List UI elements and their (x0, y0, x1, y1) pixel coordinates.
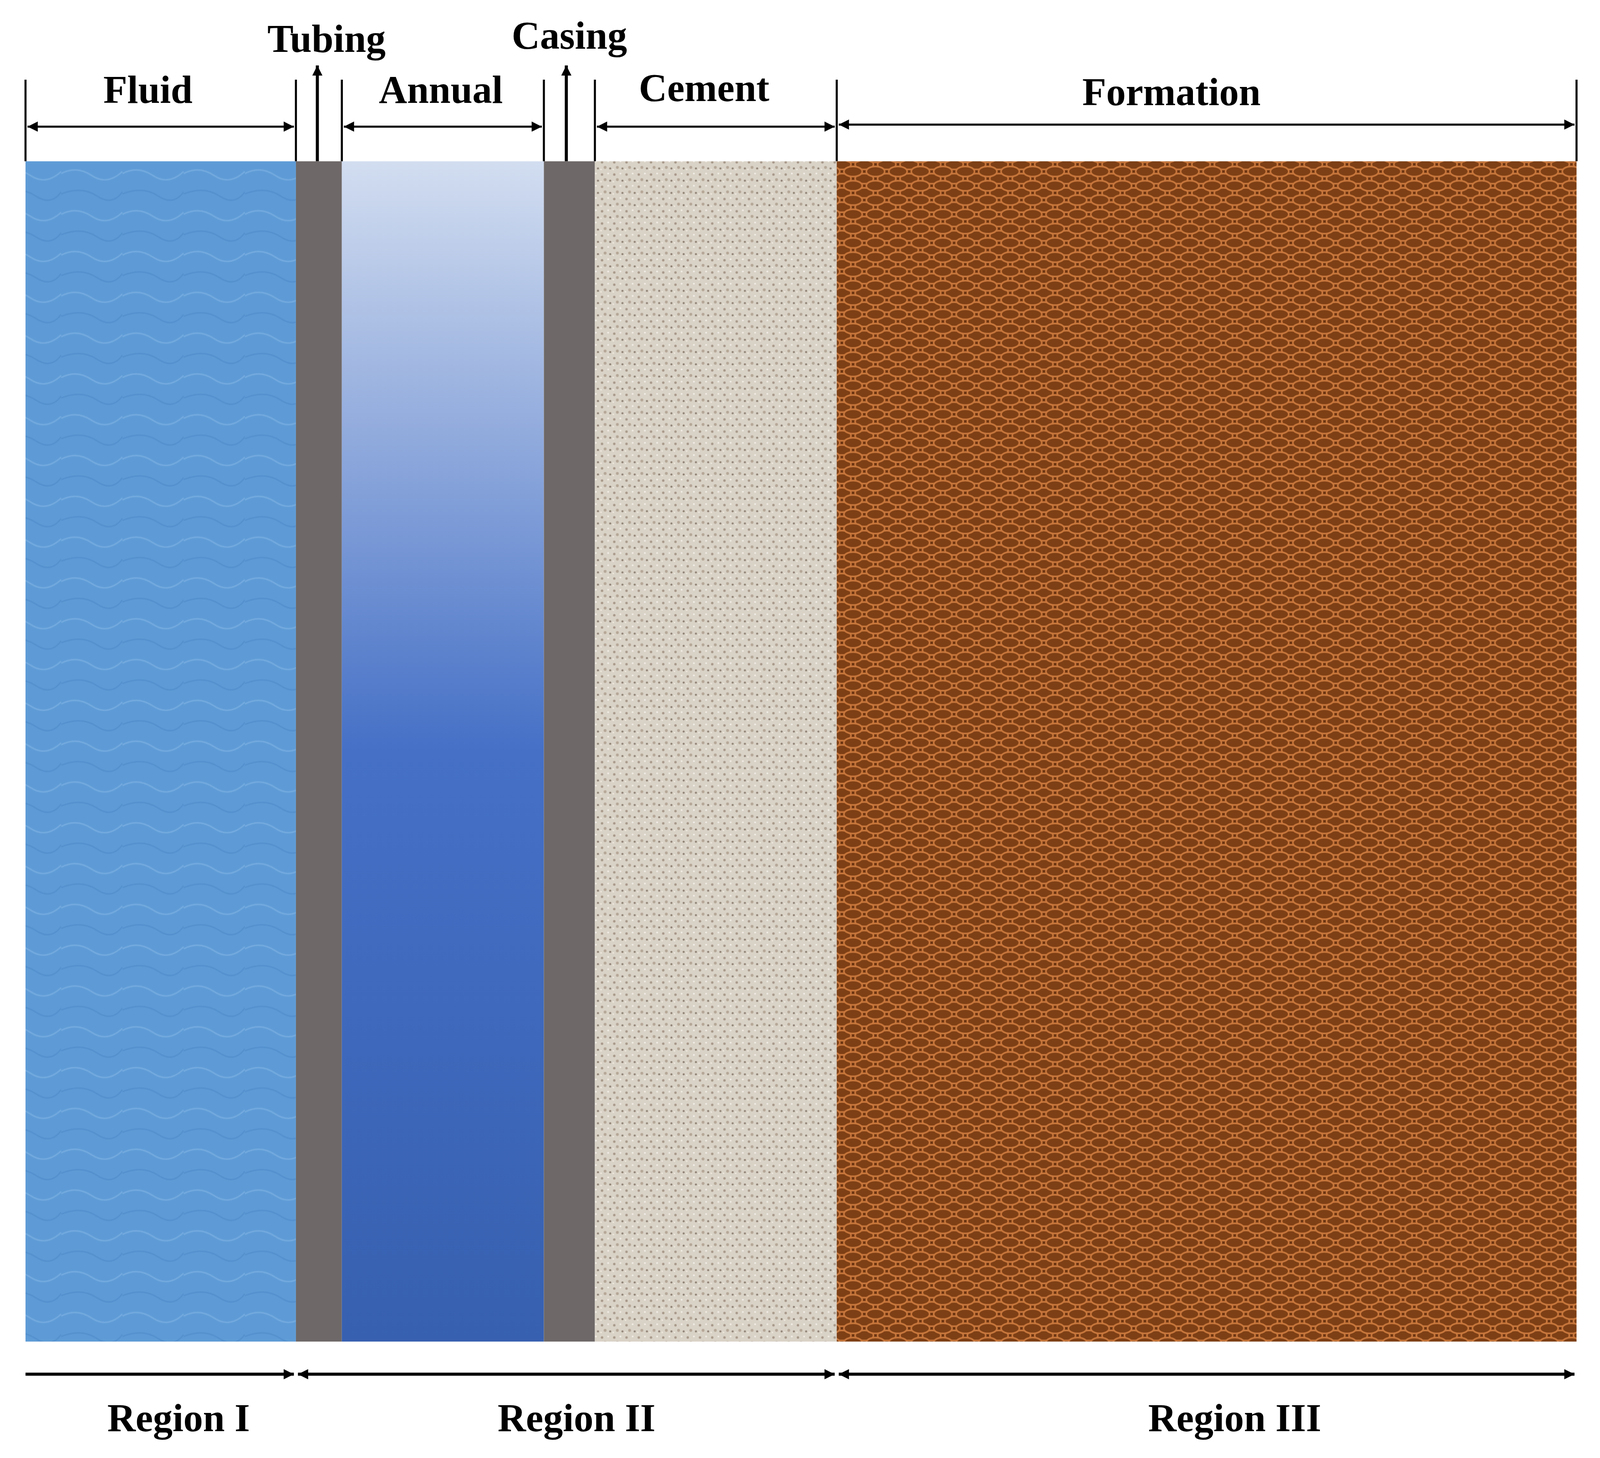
part-name: Annual (378, 70, 504, 110)
part-name: Casing (511, 15, 627, 56)
region-name: Region III (1148, 1398, 1322, 1438)
part-name: Fluid (103, 70, 193, 110)
casing-band (543, 161, 595, 1342)
tubing-band (295, 161, 342, 1342)
annulus-band (341, 161, 545, 1342)
dimension-lines (25, 65, 1577, 1375)
part-name: Formation (1082, 72, 1261, 112)
region-name: Region II (497, 1398, 656, 1438)
part-name: Cement (638, 68, 770, 108)
cement-band (595, 161, 837, 1342)
fluid-band (25, 161, 296, 1342)
part-name: Tubing (267, 19, 386, 59)
formation-band (836, 161, 1577, 1342)
region-name: Region I (107, 1398, 250, 1438)
